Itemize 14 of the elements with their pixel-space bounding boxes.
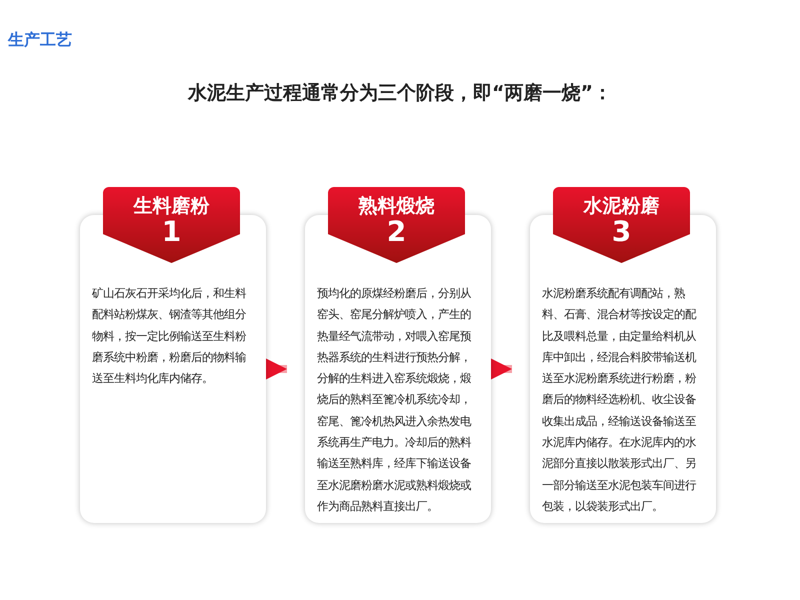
- step-title: 熟料煅烧: [358, 194, 436, 219]
- step-number: 2: [386, 216, 408, 248]
- step-description: 水泥粉磨系统配有调配站，熟料、石膏、混合材等按设定的配比及喂料总量，由定量给料机从库中卸出，经混合料胶带输送机送至水泥粉磨系统进行粉磨，粉磨后的物料经选粉机、收尘设备收集出成品，经输送设备输送至水泥库内储存。在水泥库内的水泥部分直接以散装形式出厂、另一部分输送至水泥包装车间进行包装，以袋装形式出厂。: [542, 286, 698, 515]
- heading: 水泥生产过程通常分为三个阶段，即“两磨一烧”：: [186, 81, 613, 106]
- step-number: 1: [160, 216, 182, 248]
- section-label: 生产工艺: [8, 30, 72, 51]
- step-description: 预均化的原煤经粉磨后，分别从窑头、窑尾分解炉喷入，产生的热量经气流带动，对喂入窑尾预热器系统的生料进行预热分解，分解的生料进入窑系统煅烧，煅烧后的熟料至篦冷机系统冷却，窑尾、篦冷机热风进入余热发电系统再生产电力。冷却后的熟料输送至熟料库，经库下输送设备至水泥磨粉磨水泥或熟料煅烧或作为商品熟料直接出厂。: [317, 286, 472, 515]
- step-card: [305, 215, 491, 523]
- step-number: 3: [610, 216, 632, 248]
- step-card: [530, 215, 716, 523]
- step-title: 水泥粉磨: [582, 194, 660, 219]
- step-card: [80, 215, 266, 523]
- step-title: 生料磨粉: [132, 194, 210, 219]
- step-description: 矿山石灰石开采均化后，和生料配料站粉煤灰、钢渣等其他组分物料，按一定比例输送至生料粉磨系统中粉磨，粉磨后的物料输送至生料均化库内储存。: [92, 286, 247, 388]
